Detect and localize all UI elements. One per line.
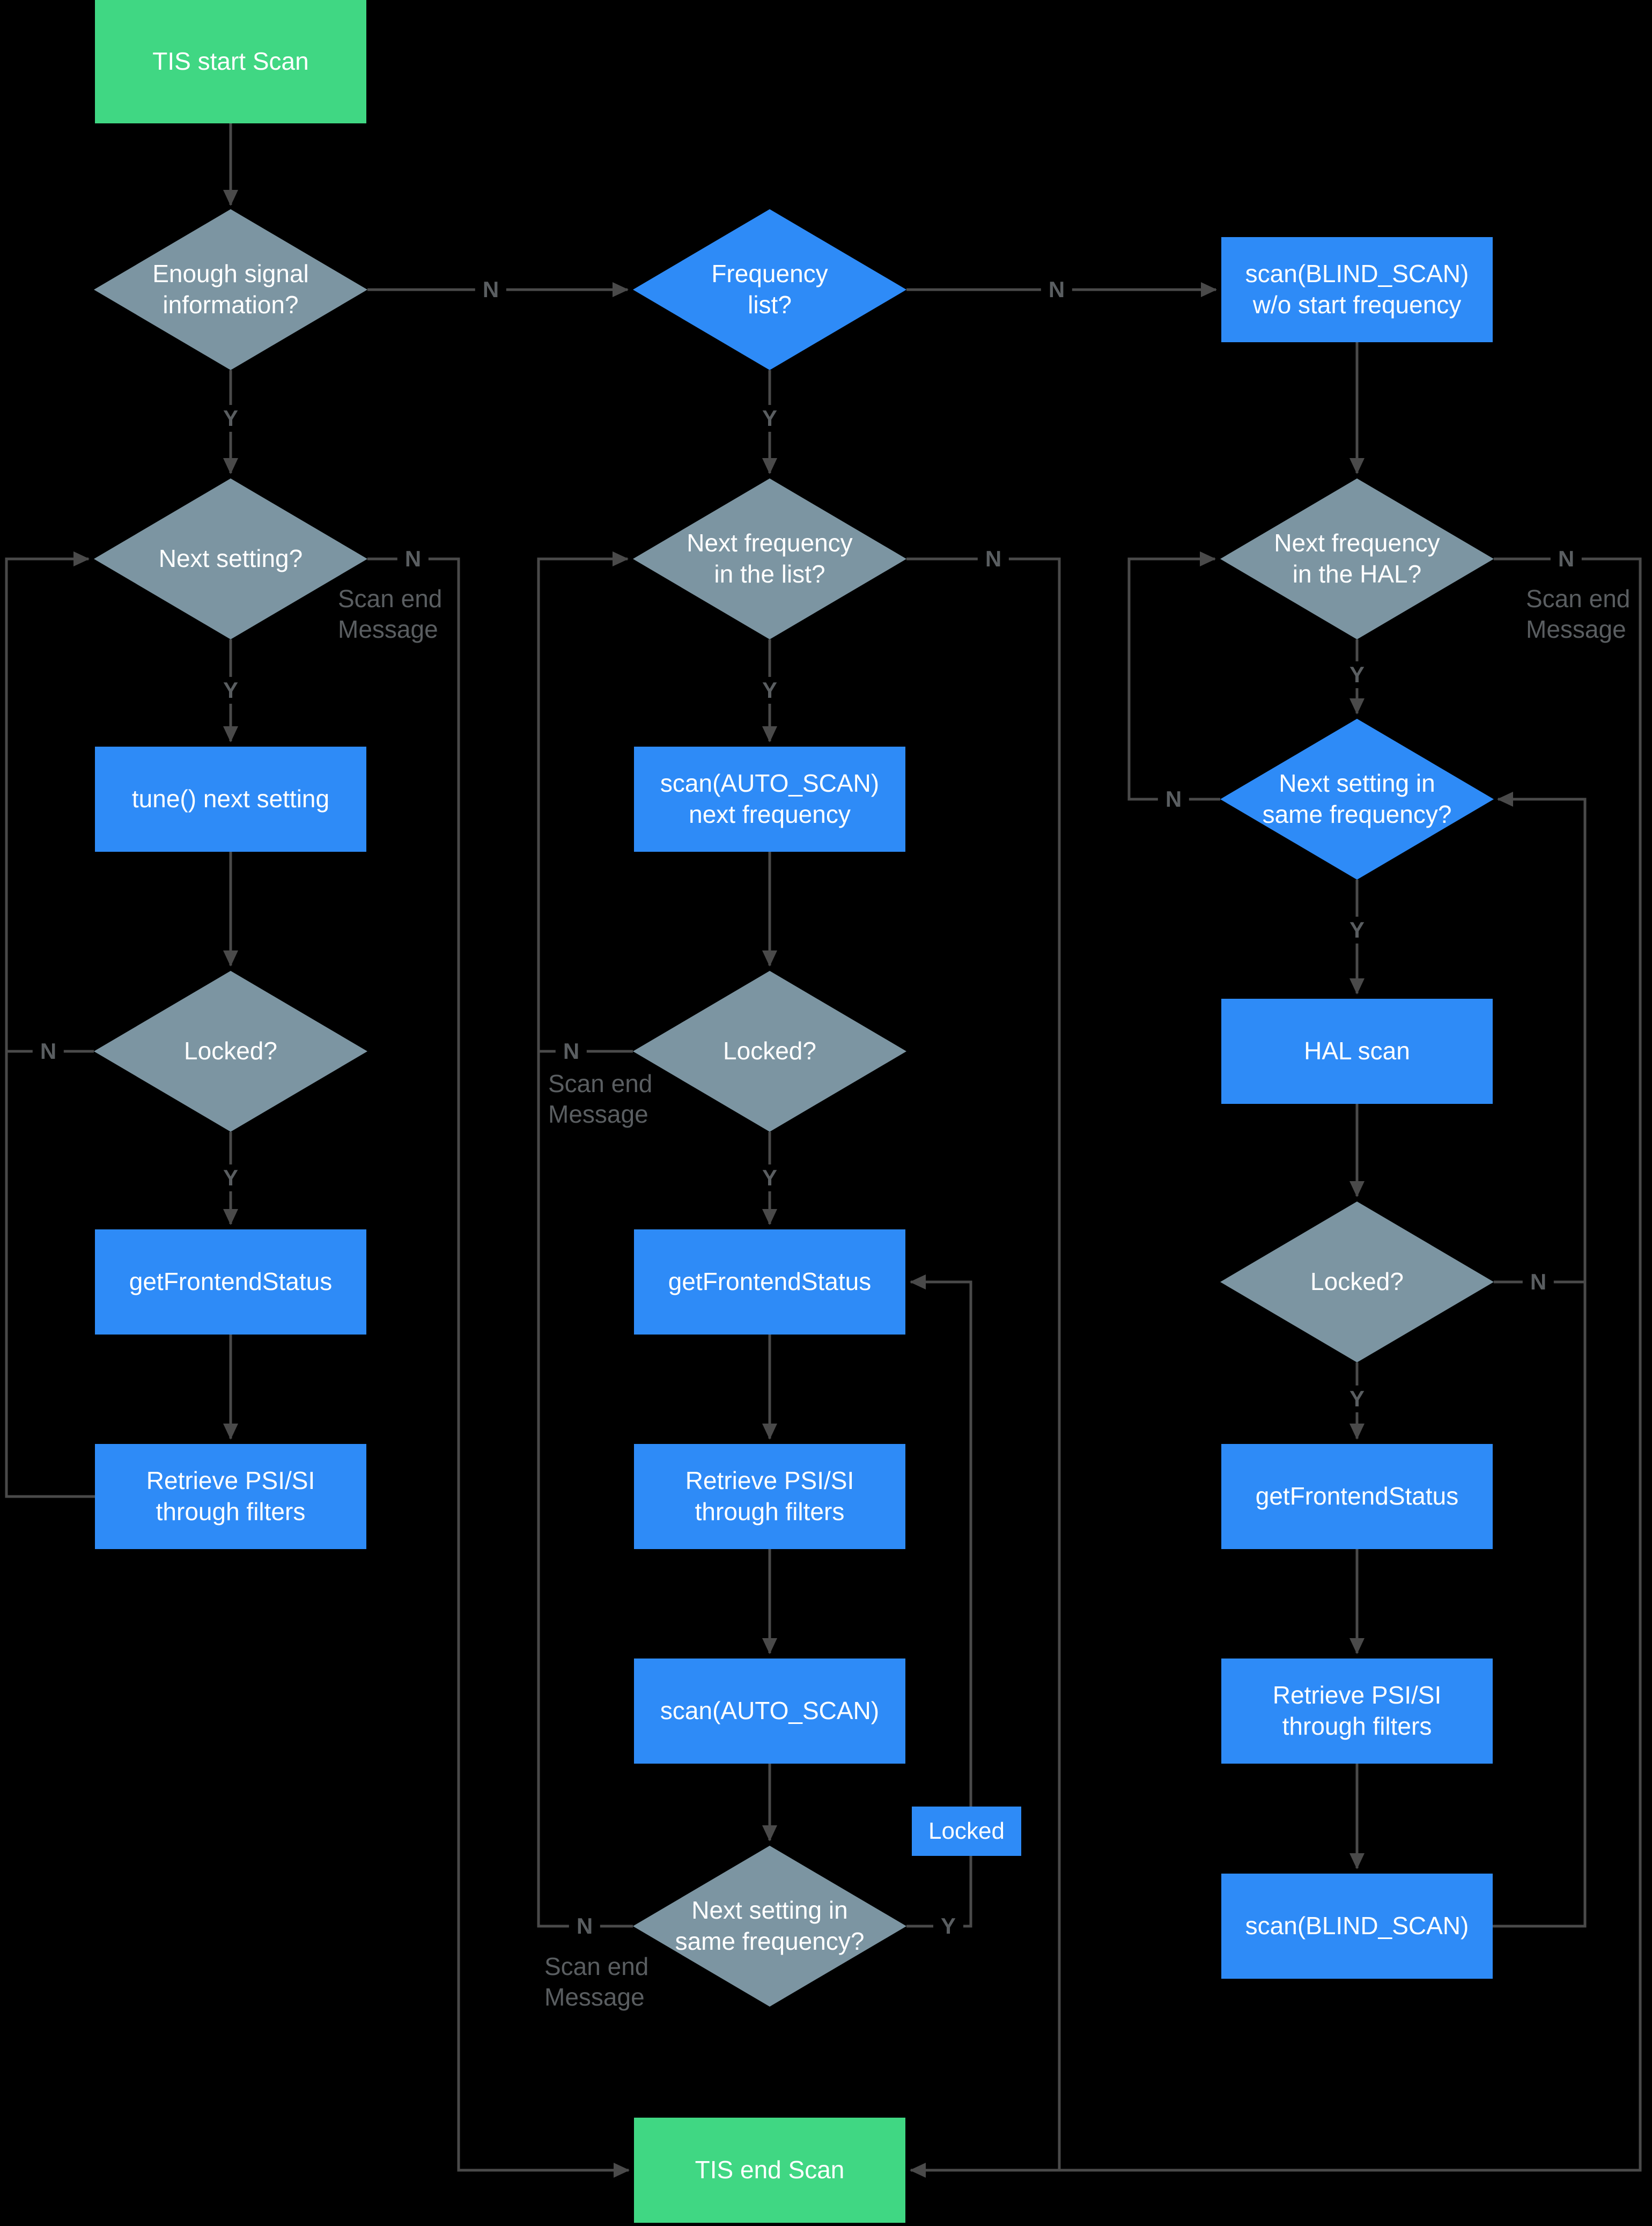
process-retrieve-psi-si-3: Retrieve PSI/SI through filters — [1221, 1659, 1493, 1764]
label-no-enough-signal: N — [475, 276, 507, 303]
edge-same-frequency-hal-no-loop-to-next-frequency-hal — [1127, 551, 1220, 801]
process-hal-scan: HAL scan — [1221, 999, 1493, 1104]
decision-next-frequency-in-hal-label: Next frequency in the HAL? — [1274, 529, 1440, 588]
locked-loop-badge-label: Locked — [928, 1818, 1005, 1844]
edge-same-frequency-no-loop-to-next-frequency — [537, 551, 633, 1928]
process-retrieve-psi-si-2: Retrieve PSI/SI through filters — [634, 1444, 905, 1549]
label-no-locked-2: N — [555, 1038, 587, 1065]
process-tune-next-setting-label: tune() next setting — [131, 785, 330, 813]
process-retrieve-psi-si-3-label: Retrieve PSI/SI through filters — [1272, 1681, 1442, 1740]
end-node-label: TIS end Scan — [695, 2156, 845, 2184]
process-retrieve-psi-si-1-label: Retrieve PSI/SI through filters — [146, 1466, 315, 1525]
process-scan-auto-next-frequency: scan(AUTO_SCAN) next frequency — [634, 747, 905, 852]
process-get-frontend-status-2-label: getFrontendStatus — [668, 1267, 872, 1296]
process-scan-blind: scan(BLIND_SCAN) — [1221, 1874, 1493, 1979]
process-scan-auto: scan(AUTO_SCAN) — [634, 1659, 905, 1764]
decision-next-setting-label: Next setting? — [158, 544, 303, 573]
end-node: TIS end Scan — [634, 2118, 905, 2223]
label-yes-locked-3: Y — [1341, 1385, 1373, 1412]
note-scan-end-same-frequency: Scan end Message — [544, 1952, 649, 2011]
label-yes-frequency-list: Y — [754, 405, 785, 432]
edge-retrieve1-loop-to-next-setting — [5, 551, 95, 1498]
decision-next-setting-same-frequency-label: Next setting in same frequency? — [675, 1896, 865, 1955]
label-yes-next-frequency-hal: Y — [1341, 661, 1373, 688]
label-no-same-frequency: N — [569, 1913, 601, 1940]
decision-locked-1-label: Locked? — [184, 1037, 277, 1065]
process-scan-blind-wo-start-frequency: scan(BLIND_SCAN) w/o start frequency — [1221, 237, 1493, 342]
decision-next-setting-same-frequency-hal-label: Next setting in same frequency? — [1262, 769, 1452, 828]
process-hal-scan-label: HAL scan — [1304, 1037, 1410, 1065]
label-yes-enough-signal: Y — [215, 405, 246, 432]
label-yes-locked-2: Y — [754, 1164, 785, 1191]
process-scan-blind-label: scan(BLIND_SCAN) — [1245, 1912, 1469, 1940]
start-node-label: TIS start Scan — [152, 47, 309, 76]
edge-scan-blind-loop-to-same-frequency-hal — [1493, 792, 1587, 1928]
process-scan-auto-next-frequency-label: scan(AUTO_SCAN) next frequency — [660, 769, 880, 828]
note-scan-end-next-setting: Scan end Message — [338, 585, 442, 644]
decision-next-frequency-in-list-label: Next frequency in the list? — [687, 529, 853, 588]
process-get-frontend-status-3: getFrontendStatus — [1221, 1444, 1493, 1549]
label-no-same-frequency-hal: N — [1157, 786, 1190, 813]
locked-loop-badge: Locked — [912, 1807, 1021, 1856]
process-get-frontend-status-2: getFrontendStatus — [634, 1229, 905, 1335]
process-get-frontend-status-1: getFrontendStatus — [95, 1229, 366, 1335]
process-retrieve-psi-si-1: Retrieve PSI/SI through filters — [95, 1444, 366, 1549]
label-yes-locked-1: Y — [215, 1164, 246, 1191]
process-retrieve-psi-si-2-label: Retrieve PSI/SI through filters — [685, 1466, 854, 1525]
label-no-locked-1: N — [32, 1038, 64, 1065]
label-no-locked-3: N — [1522, 1269, 1554, 1295]
label-yes-same-frequency: Y — [933, 1913, 964, 1940]
process-get-frontend-status-1-label: getFrontendStatus — [129, 1267, 333, 1296]
decision-locked-3-label: Locked? — [1310, 1267, 1404, 1296]
start-node: TIS start Scan — [95, 0, 366, 123]
process-scan-auto-label: scan(AUTO_SCAN) — [660, 1697, 880, 1725]
decision-frequency-list-label: Frequency list? — [711, 260, 828, 319]
label-yes-next-frequency-list: Y — [754, 677, 785, 704]
note-scan-end-locked-2: Scan end Message — [548, 1070, 653, 1129]
label-yes-next-setting: Y — [215, 677, 246, 704]
label-yes-same-frequency-hal: Y — [1341, 917, 1373, 944]
decision-enough-signal-label: Enough signal information? — [152, 260, 309, 319]
label-no-next-setting: N — [397, 546, 429, 572]
note-scan-end-next-frequency-hal: Scan end Message — [1526, 585, 1631, 644]
process-get-frontend-status-3-label: getFrontendStatus — [1255, 1482, 1459, 1510]
edge-next-frequency-no-to-tis-end — [906, 557, 1061, 2178]
label-no-frequency-list: N — [1041, 276, 1073, 303]
process-scan-blind-wo-start-frequency-label: scan(BLIND_SCAN) w/o start frequency — [1245, 260, 1469, 319]
label-no-next-frequency-hal: N — [1550, 546, 1582, 572]
process-tune-next-setting: tune() next setting — [95, 747, 366, 852]
label-no-next-frequency-list: N — [977, 546, 1009, 572]
decision-locked-2-label: Locked? — [723, 1037, 816, 1065]
